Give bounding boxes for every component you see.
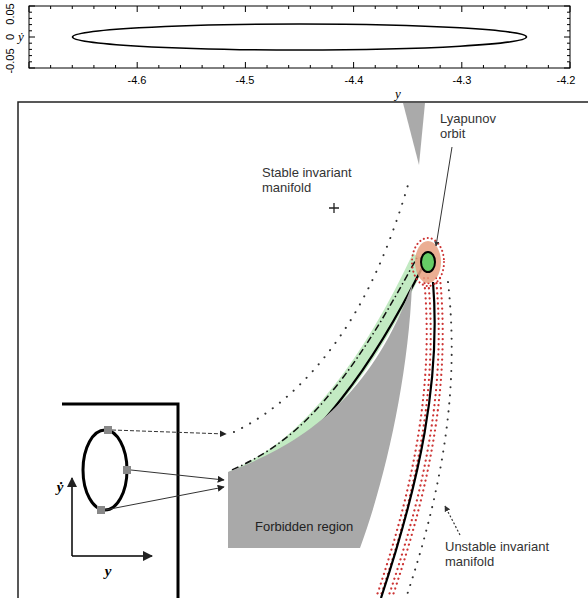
sample-point bbox=[123, 466, 131, 474]
callout-label: Lyapunov orbit bbox=[440, 112, 512, 142]
inset-axis bbox=[71, 478, 73, 556]
tick-label: -4.3 bbox=[453, 74, 472, 87]
inset-axis bbox=[72, 555, 152, 557]
region-label: Forbidden region bbox=[255, 519, 353, 534]
map-arrow bbox=[112, 430, 226, 434]
tick-label: -4.2 bbox=[557, 74, 576, 87]
region-shape bbox=[225, 280, 417, 552]
axis-label: y bbox=[105, 563, 112, 580]
orbit-ellipse bbox=[73, 24, 527, 50]
tick-label: -4.6 bbox=[128, 74, 147, 87]
callout-label: Stable invariant manifold bbox=[262, 166, 374, 196]
sample-point bbox=[104, 426, 112, 434]
forbidden-region: Forbidden region bbox=[225, 280, 417, 552]
tick-label: -0.05 bbox=[4, 48, 17, 73]
grey-wedge bbox=[403, 103, 425, 165]
orbit-dots bbox=[412, 238, 444, 286]
inset-orbit bbox=[83, 430, 127, 510]
sample-point bbox=[97, 506, 105, 514]
axis-label: ẏ bbox=[57, 479, 64, 496]
tick-label: -4.5 bbox=[236, 74, 255, 87]
plot-frame bbox=[29, 6, 570, 68]
region-fill bbox=[228, 285, 412, 548]
dotted-curve bbox=[406, 282, 452, 598]
plot-ticks bbox=[29, 6, 570, 68]
tick-label: 0.05 bbox=[4, 3, 17, 24]
lyapunov-orbit bbox=[421, 252, 435, 272]
tick-label: -4.4 bbox=[345, 74, 364, 87]
plus-marker bbox=[329, 203, 339, 213]
leader-line bbox=[445, 506, 460, 535]
map-arrow bbox=[105, 487, 224, 510]
map-arrow bbox=[131, 470, 224, 480]
axis-label: y bbox=[395, 87, 401, 102]
inset-frame bbox=[62, 404, 178, 598]
callout-label: Unstable invariant manifold bbox=[445, 540, 563, 570]
orbit-halo bbox=[415, 241, 441, 283]
panel-frame bbox=[18, 102, 588, 598]
leader-line bbox=[436, 147, 452, 246]
tick-label: 0 bbox=[4, 34, 17, 40]
axis-label: ẏ bbox=[18, 30, 24, 45]
